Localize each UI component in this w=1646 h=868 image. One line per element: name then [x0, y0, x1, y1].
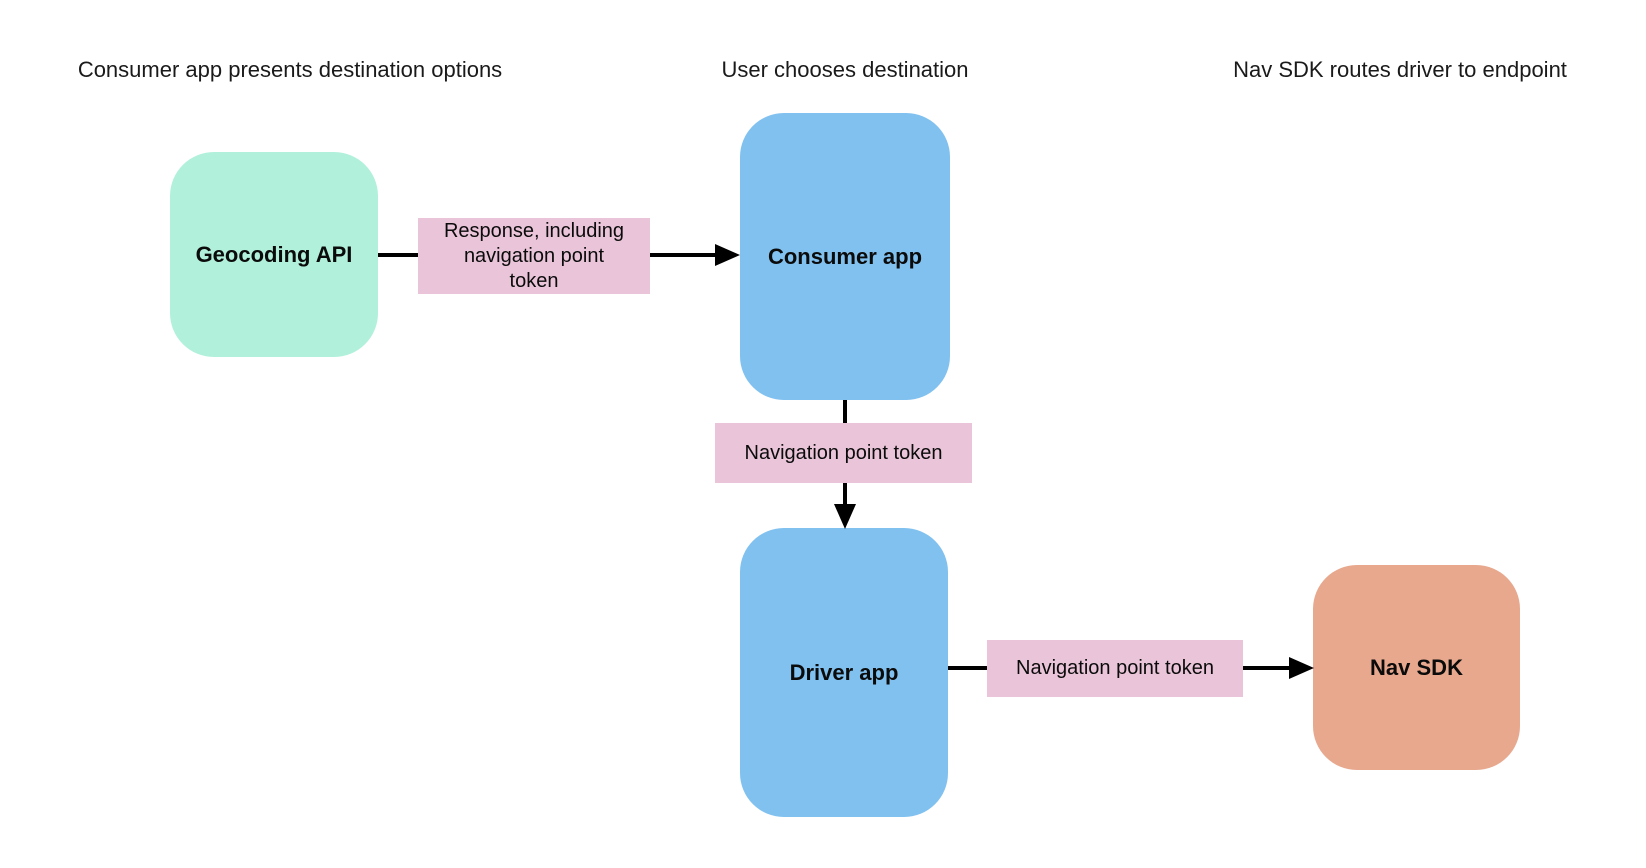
connector-label-to-driver — [843, 483, 847, 506]
node-consumer-app: Consumer app — [740, 113, 950, 400]
node-nav-sdk: Nav SDK — [1313, 565, 1520, 770]
connector-label-to-consumer — [650, 253, 718, 257]
connector-label-to-navsdk — [1243, 666, 1291, 670]
edge-label-navigation-point-token-horizontal: Navigation point token — [987, 640, 1243, 697]
stage-caption-consumer-presents: Consumer app presents destination option… — [77, 57, 503, 82]
node-geocoding-api: Geocoding API — [170, 152, 378, 357]
connector-geocoding-to-label — [378, 253, 418, 257]
edge-label-navigation-point-token-vertical: Navigation point token — [715, 423, 972, 483]
stage-caption-user-chooses: User chooses destination — [721, 57, 969, 82]
stage-caption-navsdk-routes: Nav SDK routes driver to endpoint — [1233, 57, 1567, 82]
edge-label-response-token: Response, including navigation point tok… — [418, 218, 650, 294]
connector-consumer-to-label — [843, 400, 847, 423]
arrowhead-into-driver-app — [834, 504, 856, 529]
connector-driver-to-label — [948, 666, 987, 670]
arrowhead-into-consumer-app — [715, 244, 740, 266]
node-driver-app: Driver app — [740, 528, 948, 817]
arrowhead-into-nav-sdk — [1289, 657, 1314, 679]
